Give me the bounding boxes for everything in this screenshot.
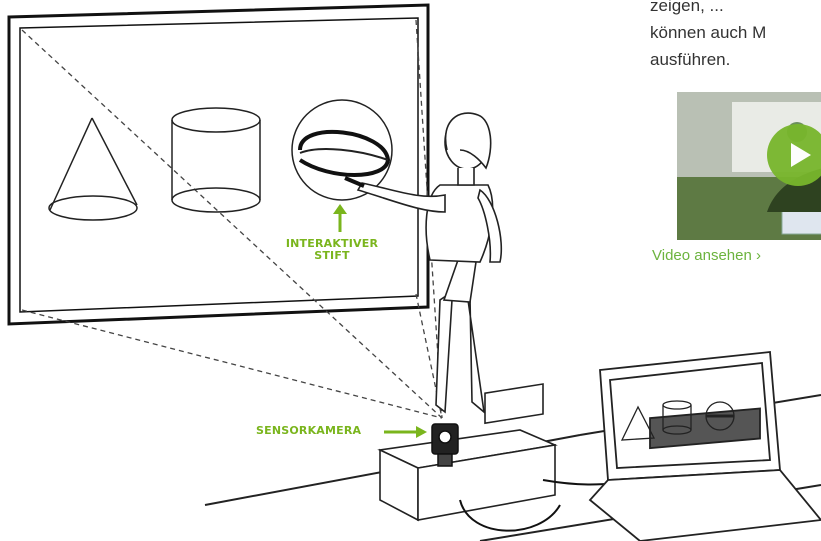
camera-callout-label: SENSORKAMERA <box>256 425 386 437</box>
watch-video-link[interactable]: Video ansehen › <box>652 247 761 264</box>
play-button[interactable] <box>767 124 821 186</box>
play-icon <box>791 143 811 167</box>
projection-screen <box>9 5 428 324</box>
laptop <box>590 352 821 541</box>
pen-callout-line-2: STIFT <box>272 250 392 262</box>
sidebar-text-line-2: können auch M <box>650 19 821 46</box>
video-thumbnail[interactable] <box>677 92 821 240</box>
projector-box <box>380 384 555 520</box>
camera-callout-arrow <box>384 426 427 438</box>
sidebar-text-line-1: zeigen, ... <box>650 0 821 19</box>
pen-callout-label: INTERAKTIVER STIFT <box>272 238 392 262</box>
sidebar-text-line-3: ausführen. <box>650 46 821 73</box>
